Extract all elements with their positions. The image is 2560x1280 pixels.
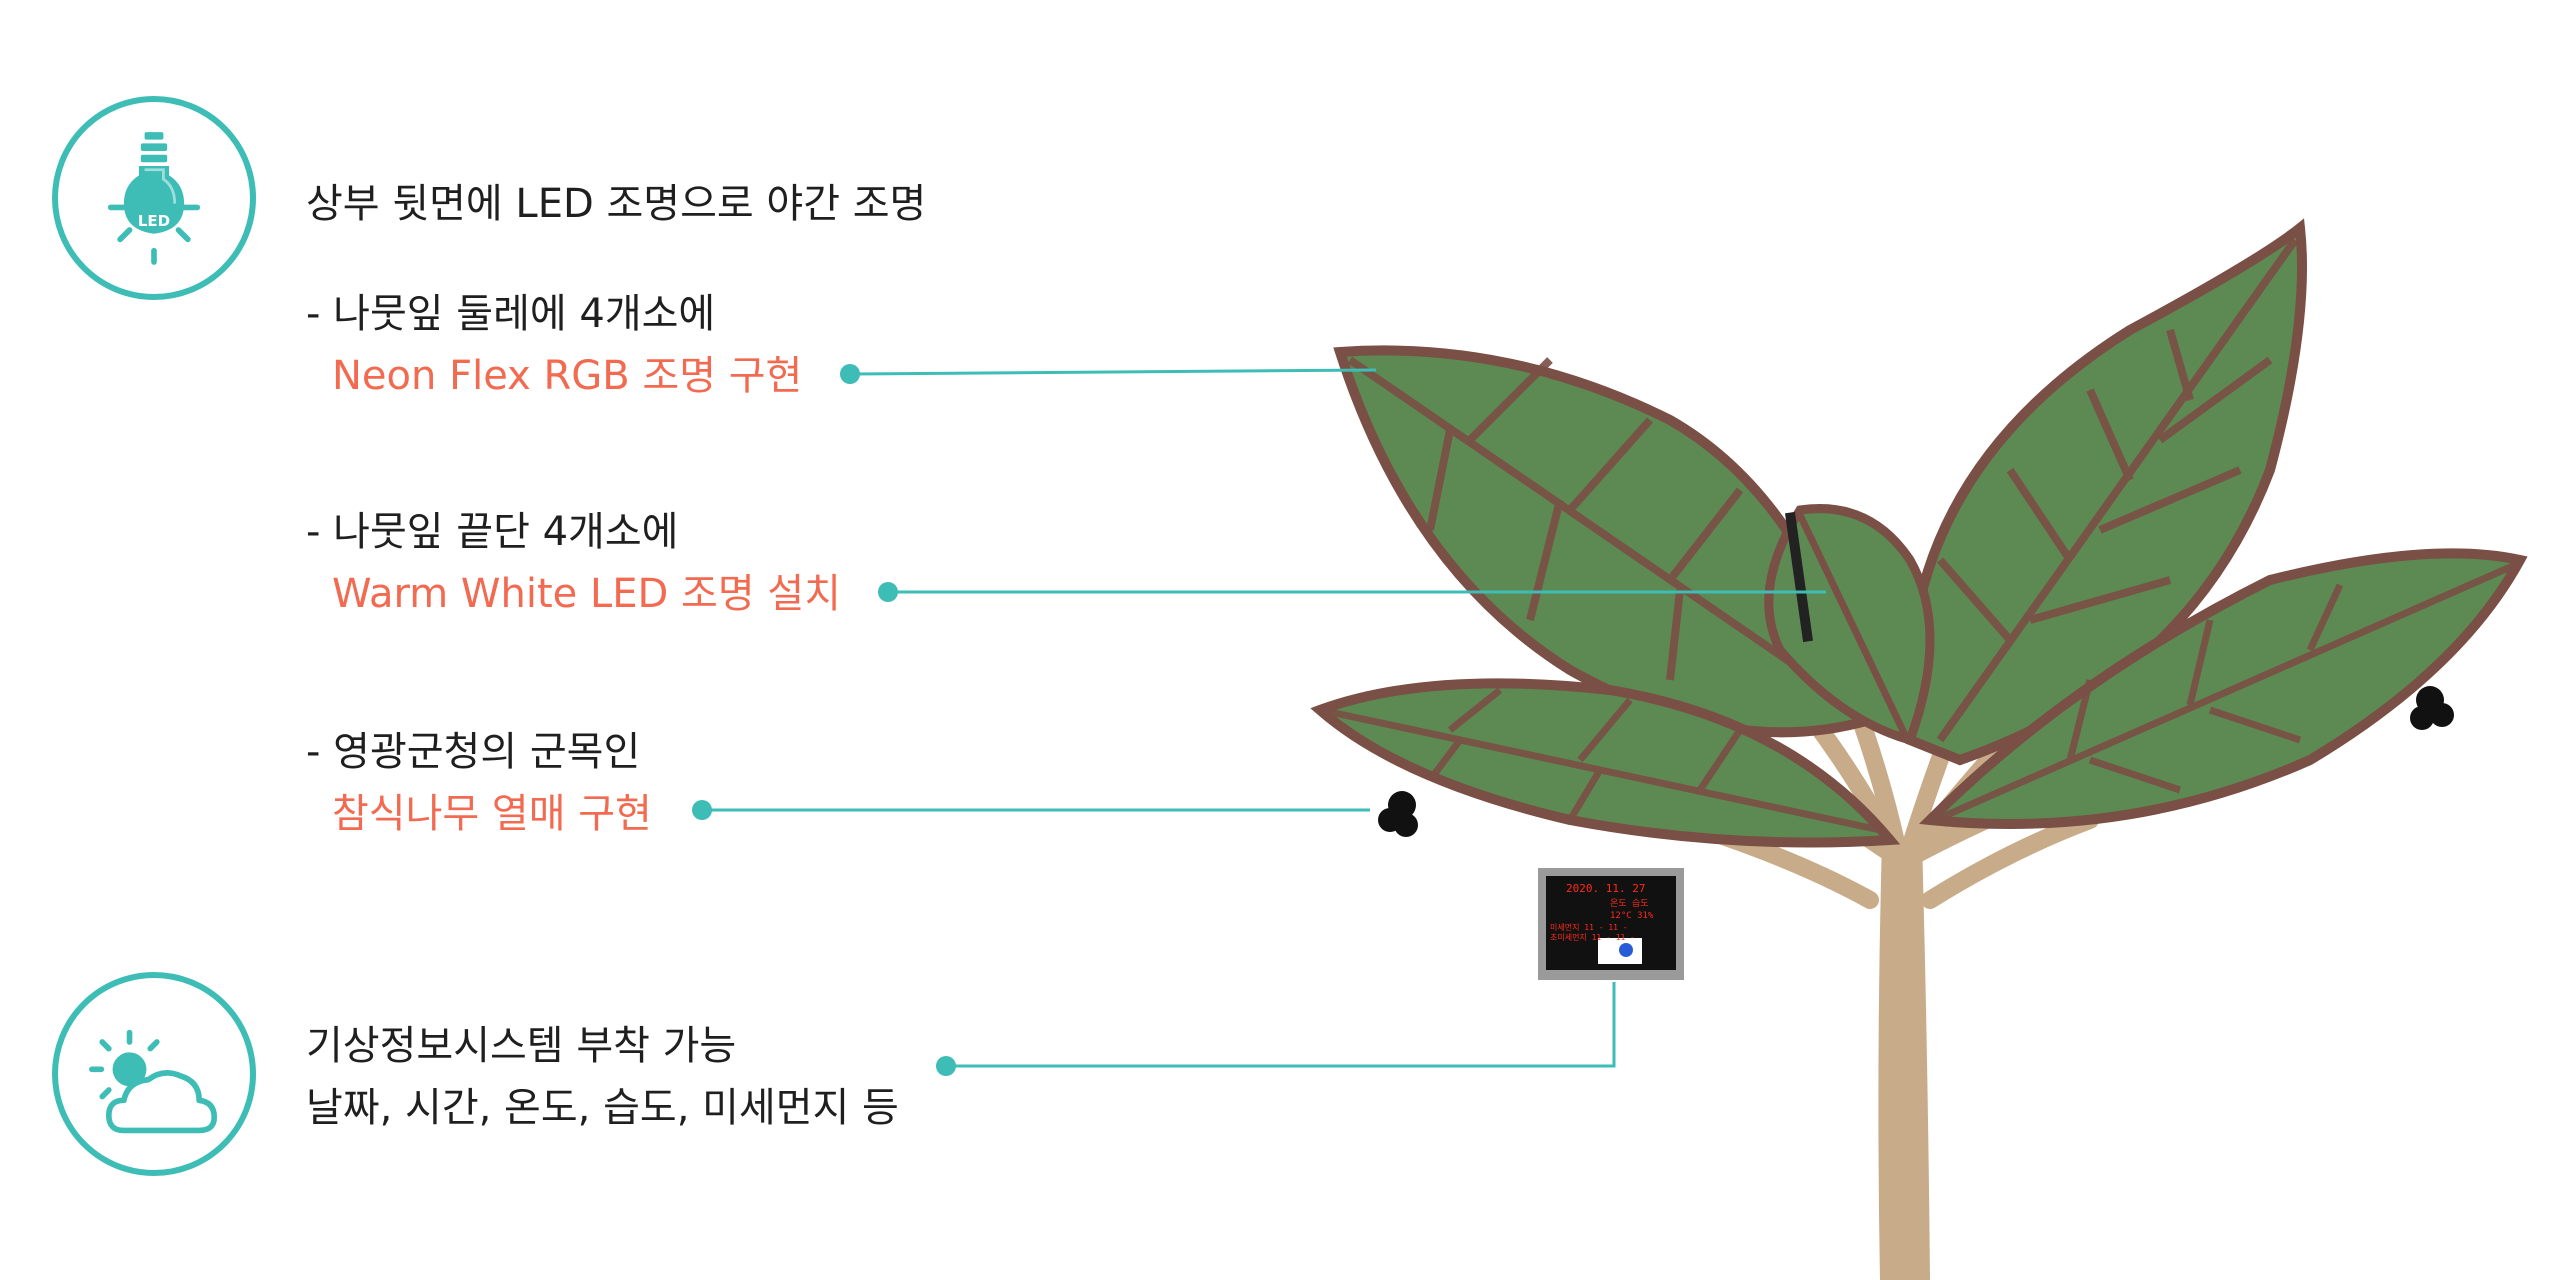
weather-line2: 날짜, 시간, 온도, 습도, 미세먼지 등 [306, 1085, 899, 1131]
board-row-4: 초미세먼지 11 - 11 - [1550, 932, 1635, 942]
item3-line1: - 영광군청의 군목인 [306, 729, 641, 775]
board-row-0: 2020. 11. 27 [1566, 882, 1645, 895]
led-bulb-icon [107, 132, 201, 265]
board-row-2: 12°C 31% [1610, 911, 1654, 921]
tree-canopy-illustration: 2020. 11. 27 온도 습도 12°C 31% 미세먼지 11 - 11… [1310, 218, 2528, 1280]
tree-trunk [1878, 840, 1930, 1280]
led-icon-circle: LED [52, 96, 256, 300]
callout-dot-warm-white [878, 582, 898, 602]
warm-white-led-bar [1785, 511, 1813, 643]
callout-dot-berry [692, 800, 712, 820]
weather-icon-circle [52, 972, 256, 1176]
board-row-3: 미세먼지 11 - 11 - [1550, 922, 1628, 932]
weather-display-board: 2020. 11. 27 온도 습도 12°C 31% 미세먼지 11 - 11… [1538, 868, 1684, 980]
item3-line2: 참식나무 열매 구현 [332, 791, 652, 837]
leaf-lower-left [1310, 678, 1901, 848]
item2-line1: - 나뭇잎 끝단 4개소에 [306, 509, 679, 555]
sun-cloud-icon [89, 1029, 218, 1134]
callout-line-neon [849, 368, 1377, 376]
weather-line1: 기상정보시스템 부착 가능 [306, 1023, 737, 1069]
leaf-center [1764, 504, 1935, 746]
board-row-1: 온도 습도 [1610, 898, 1649, 909]
led-icon-label: LED [137, 212, 171, 230]
berry-clusters [1378, 686, 2454, 837]
item1-line2: Neon Flex RGB 조명 구현 [332, 353, 803, 399]
item1-line1: - 나뭇잎 둘레에 4개소에 [306, 291, 716, 337]
callout-dot-weather [936, 1056, 956, 1076]
leaf-upper-right [1903, 218, 2307, 766]
leaf-lower-right [1918, 548, 2528, 829]
item2-line2: Warm White LED 조명 설치 [332, 571, 841, 617]
callout-dot-neon [840, 364, 860, 384]
led-heading: 상부 뒷면에 LED 조명으로 야간 조명 [306, 181, 927, 227]
